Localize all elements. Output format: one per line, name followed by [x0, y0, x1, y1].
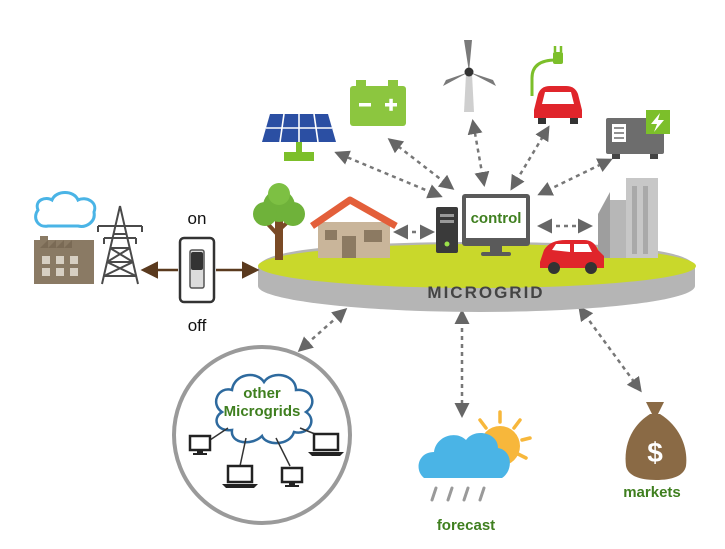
connector-markets: [578, 305, 642, 393]
connector-other-microgrids: [297, 308, 348, 352]
tree-icon: [253, 183, 305, 260]
generator-icon: [606, 110, 670, 159]
switch-on-label: on: [188, 209, 207, 228]
server-icon: [436, 207, 458, 253]
money-bag-icon: [625, 402, 687, 480]
control-label: control: [471, 210, 522, 227]
connector-wind: [467, 119, 490, 187]
house-icon: [310, 196, 398, 258]
factory-icon: [34, 191, 97, 284]
markets-label: markets: [623, 484, 681, 501]
other-microgrids-group: other Microgrids: [172, 345, 352, 525]
connector-battery: [387, 138, 455, 190]
connector-generator: [537, 158, 613, 196]
other-microgrids-label-line2: Microgrids: [224, 403, 301, 420]
laptop-icon: [308, 432, 344, 456]
solar-panel-icon: [262, 113, 336, 161]
battery-icon: [350, 80, 406, 126]
power-tower-icon: [97, 205, 143, 285]
control-monitor-icon: [462, 194, 530, 256]
wind-turbine-icon: [443, 40, 496, 112]
computer-icon: [188, 434, 212, 455]
microgrid-label: MICROGRID: [427, 283, 544, 302]
dollar-symbol: $: [647, 437, 663, 468]
computer-icon: [280, 466, 304, 487]
car-icon: [540, 240, 604, 274]
other-microgrids-label-line1: other: [243, 385, 281, 402]
laptop-icon: [222, 464, 258, 488]
weather-icon: [418, 410, 532, 502]
forecast-label: forecast: [437, 517, 495, 534]
buildings-icon: [598, 178, 658, 258]
connector-ev: [510, 125, 550, 191]
grid-switch[interactable]: [178, 236, 216, 304]
switch-off-label: off: [188, 316, 207, 335]
connector-solar: [334, 150, 443, 199]
ev-charging-icon: [530, 46, 582, 124]
dashed-connectors: [297, 119, 642, 418]
cloud-icon: [214, 373, 314, 445]
